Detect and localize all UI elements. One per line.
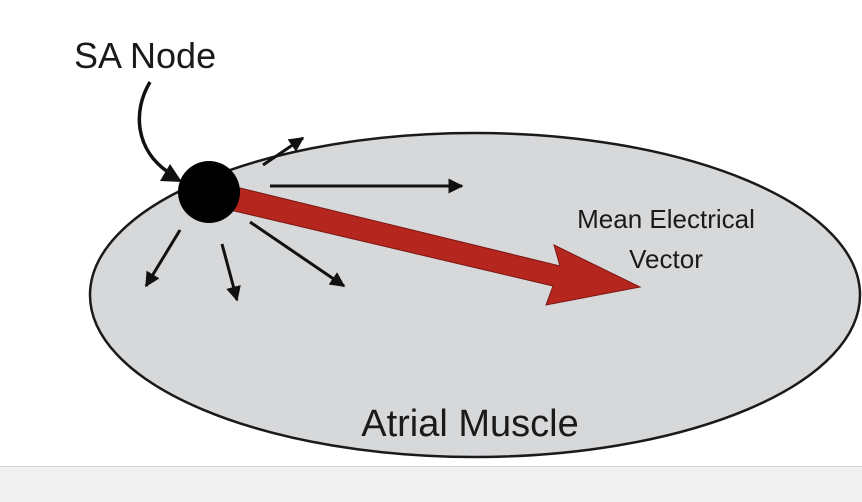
mean-vector-label-line2: Vector <box>629 244 703 274</box>
propagation-arrow-down <box>220 243 241 302</box>
propagation-arrow-down-right <box>249 220 346 288</box>
sa-node-label: SA Node <box>74 35 216 76</box>
sa-node-pointer-arrow <box>137 81 169 174</box>
propagation-arrow-up-right <box>262 136 305 167</box>
sa-node-pointer-arrowhead <box>160 164 182 182</box>
mean-vector-label-line1: Mean Electrical <box>577 204 755 234</box>
bottom-strip <box>0 466 862 502</box>
sa-node <box>178 161 240 223</box>
mean-electrical-vector-arrow <box>229 186 642 306</box>
atrial-muscle-label: Atrial Muscle <box>361 403 579 445</box>
propagation-arrow-down-left <box>144 229 182 288</box>
